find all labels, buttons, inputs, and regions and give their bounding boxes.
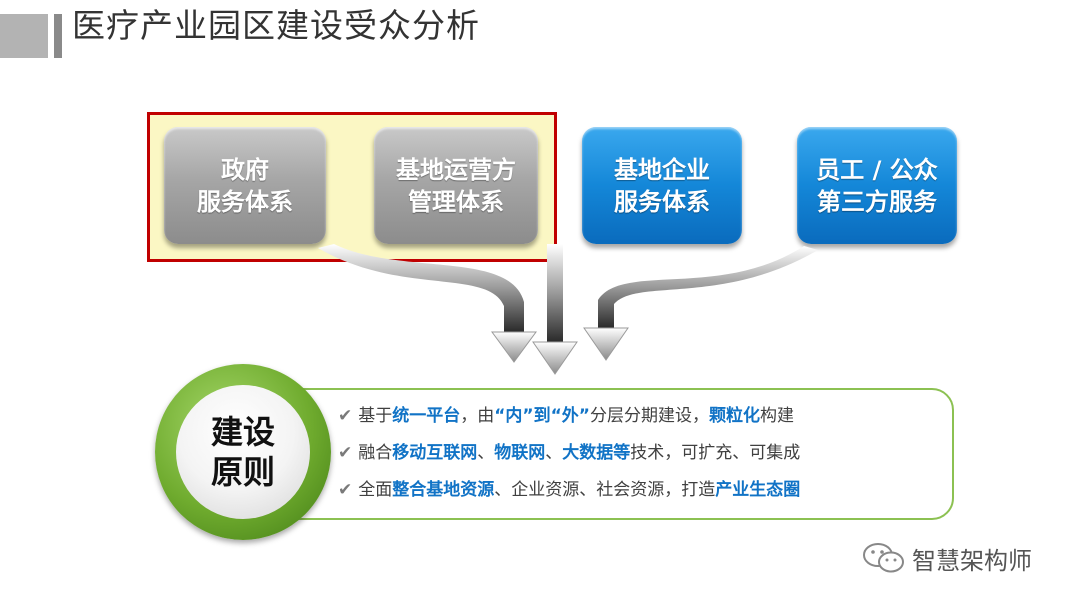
principle-list: ✔基于统一平台，由“内”到“外”分层分期建设，颗粒化构建 ✔融合移动互联网、物联… bbox=[338, 398, 948, 509]
card-base-enterprise: 基地企业 服务体系 bbox=[582, 127, 742, 244]
principle-line-2: ✔融合移动互联网、物联网、大数据等技术，可扩充、可集成 bbox=[338, 443, 801, 463]
title-accent-bar bbox=[0, 14, 48, 58]
brand-watermark: 智慧架构师 bbox=[862, 540, 1032, 576]
card-label: 政府 服务体系 bbox=[197, 155, 293, 216]
card-label: 员工 / 公众 第三方服务 bbox=[816, 155, 938, 216]
principle-badge: 建设 原则 bbox=[176, 385, 310, 519]
check-icon: ✔ bbox=[338, 480, 353, 500]
title-accent-divider bbox=[54, 14, 62, 58]
arrow-middle-head bbox=[532, 341, 578, 375]
principle-line-1: ✔基于统一平台，由“内”到“外”分层分期建设，颗粒化构建 bbox=[338, 406, 794, 426]
card-label: 基地企业 服务体系 bbox=[614, 155, 710, 216]
card-label: 基地运营方 管理体系 bbox=[396, 155, 516, 216]
wechat-icon bbox=[863, 543, 904, 573]
check-icon: ✔ bbox=[338, 443, 353, 463]
principle-box bbox=[258, 388, 954, 520]
arrow-middle bbox=[547, 244, 563, 342]
card-government-service: 政府 服务体系 bbox=[164, 127, 326, 244]
arrow-left-head bbox=[491, 331, 537, 363]
card-base-operator: 基地运营方 管理体系 bbox=[374, 127, 538, 244]
arrow-right bbox=[598, 246, 818, 328]
arrow-right-head bbox=[583, 327, 629, 361]
arrow-left bbox=[318, 244, 524, 332]
principle-line-3: ✔全面整合基地资源、企业资源、社会资源，打造产业生态圈 bbox=[338, 480, 801, 500]
page-title: 医疗产业园区建设受众分析 bbox=[72, 6, 480, 45]
principle-badge-label: 建设 原则 bbox=[210, 413, 275, 491]
brand-text: 智慧架构师 bbox=[912, 546, 1032, 575]
card-staff-public: 员工 / 公众 第三方服务 bbox=[797, 127, 957, 244]
check-icon: ✔ bbox=[338, 406, 353, 426]
